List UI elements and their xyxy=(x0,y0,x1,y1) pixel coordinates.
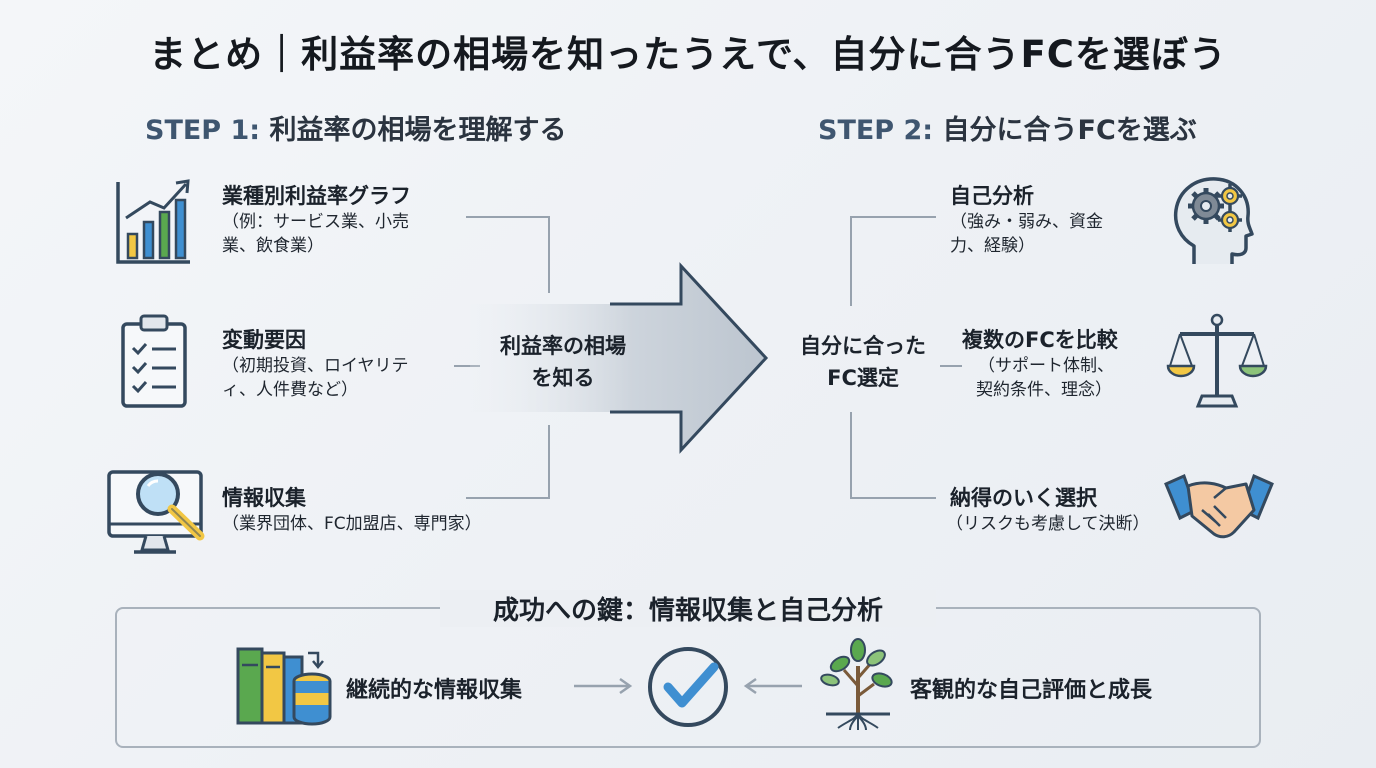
arrow-label-line: 利益率の相場 xyxy=(500,334,626,358)
result-label-line: 自分に合った xyxy=(800,334,926,358)
result-label: 自分に合った FC選定 xyxy=(774,330,952,394)
big-right-arrow xyxy=(470,262,769,454)
arrow-label: 利益率の相場 を知る xyxy=(470,330,656,394)
step2-label-jp: 自分に合うFCを選ぶ xyxy=(942,115,1197,146)
item-desc-line: ィ、人件費など） xyxy=(222,380,358,400)
item-desc-line: 契約条件、理念） xyxy=(976,380,1112,400)
monitor-magnifier-icon xyxy=(107,470,205,554)
step1-item-info-gathering: 情報収集 （業界団体、FC加盟店、専門家） xyxy=(222,484,542,536)
bar-chart-icon xyxy=(116,179,190,264)
connector-top-right xyxy=(850,216,936,306)
step2-heading: STEP 2: 自分に合うFCを選ぶ xyxy=(818,108,1197,147)
bottom-left-text: 継続的な情報収集 xyxy=(346,678,523,703)
step2-item-self-analysis: 自己分析 （強み・弱み、資金 力、経験） xyxy=(950,182,1160,258)
step2-item-compare-fc: 複数のFCを比較 （サポート体制、 契約条件、理念） xyxy=(962,326,1162,402)
item-desc-line: （強み・弱み、資金 xyxy=(950,212,1103,232)
step1-item-variable-factors: 変動要因 （初期投資、ロイヤリテ ィ、人件費など） xyxy=(222,326,482,402)
clipboard-checklist-icon xyxy=(121,314,187,408)
left-arrow-icon xyxy=(743,677,802,695)
arrow-label-line: を知る xyxy=(531,366,595,390)
check-circle-icon xyxy=(648,647,728,727)
step1-label-en: STEP 1: xyxy=(145,115,261,146)
books-database-icon xyxy=(236,647,332,726)
step1-heading: STEP 1: 利益率の相場を理解する xyxy=(145,108,567,147)
item-desc-line: （リスクも考慮して決断） xyxy=(946,514,1150,534)
item-desc-line: （業界団体、FC加盟店、専門家） xyxy=(222,514,482,534)
item-desc-line: （例：サービス業、小売 xyxy=(222,212,409,232)
growing-tree-icon xyxy=(820,638,893,731)
item-desc-line: （サポート体制、 xyxy=(978,356,1114,376)
step1-item-industry-graph: 業種別利益率グラフ （例：サービス業、小売 業、飲食業） xyxy=(222,182,472,258)
connector-mid-left xyxy=(454,365,480,367)
step1-label-jp: 利益率の相場を理解する xyxy=(269,115,567,146)
bottom-right-text: 客観的な自己評価と成長 xyxy=(910,678,1153,703)
step2-item-final-choice: 納得のいく選択 （リスクも考慮して決断） xyxy=(946,484,1180,536)
step2-label-en: STEP 2: xyxy=(818,115,934,146)
result-label-line: FC選定 xyxy=(827,366,899,390)
item-desc-line: 力、経験） xyxy=(950,236,1035,256)
item-title: 情報収集 xyxy=(222,486,306,510)
item-desc-line: 業、飲食業） xyxy=(222,236,324,256)
handshake-icon xyxy=(1164,473,1274,539)
right-arrow-icon xyxy=(574,677,633,695)
connector-mid-right xyxy=(940,365,962,367)
balance-scale-icon xyxy=(1166,313,1268,408)
item-title: 自己分析 xyxy=(950,184,1034,208)
connector-bottom-left xyxy=(466,425,550,499)
item-desc-line: （初期投資、ロイヤリテ xyxy=(222,356,409,376)
connector-top-left xyxy=(466,216,550,293)
page-title: まとめ｜利益率の相場を知ったうえで、自分に合うFCを選ぼう xyxy=(149,33,1227,76)
item-title: 変動要因 xyxy=(222,328,306,352)
connector-bottom-right xyxy=(850,412,936,499)
head-gears-icon xyxy=(1173,177,1254,264)
item-title: 納得のいく選択 xyxy=(950,486,1097,510)
success-key-title: 成功への鍵：情報収集と自己分析 xyxy=(440,590,936,627)
item-title: 複数のFCを比較 xyxy=(962,328,1118,352)
item-title: 業種別利益率グラフ xyxy=(222,184,411,208)
